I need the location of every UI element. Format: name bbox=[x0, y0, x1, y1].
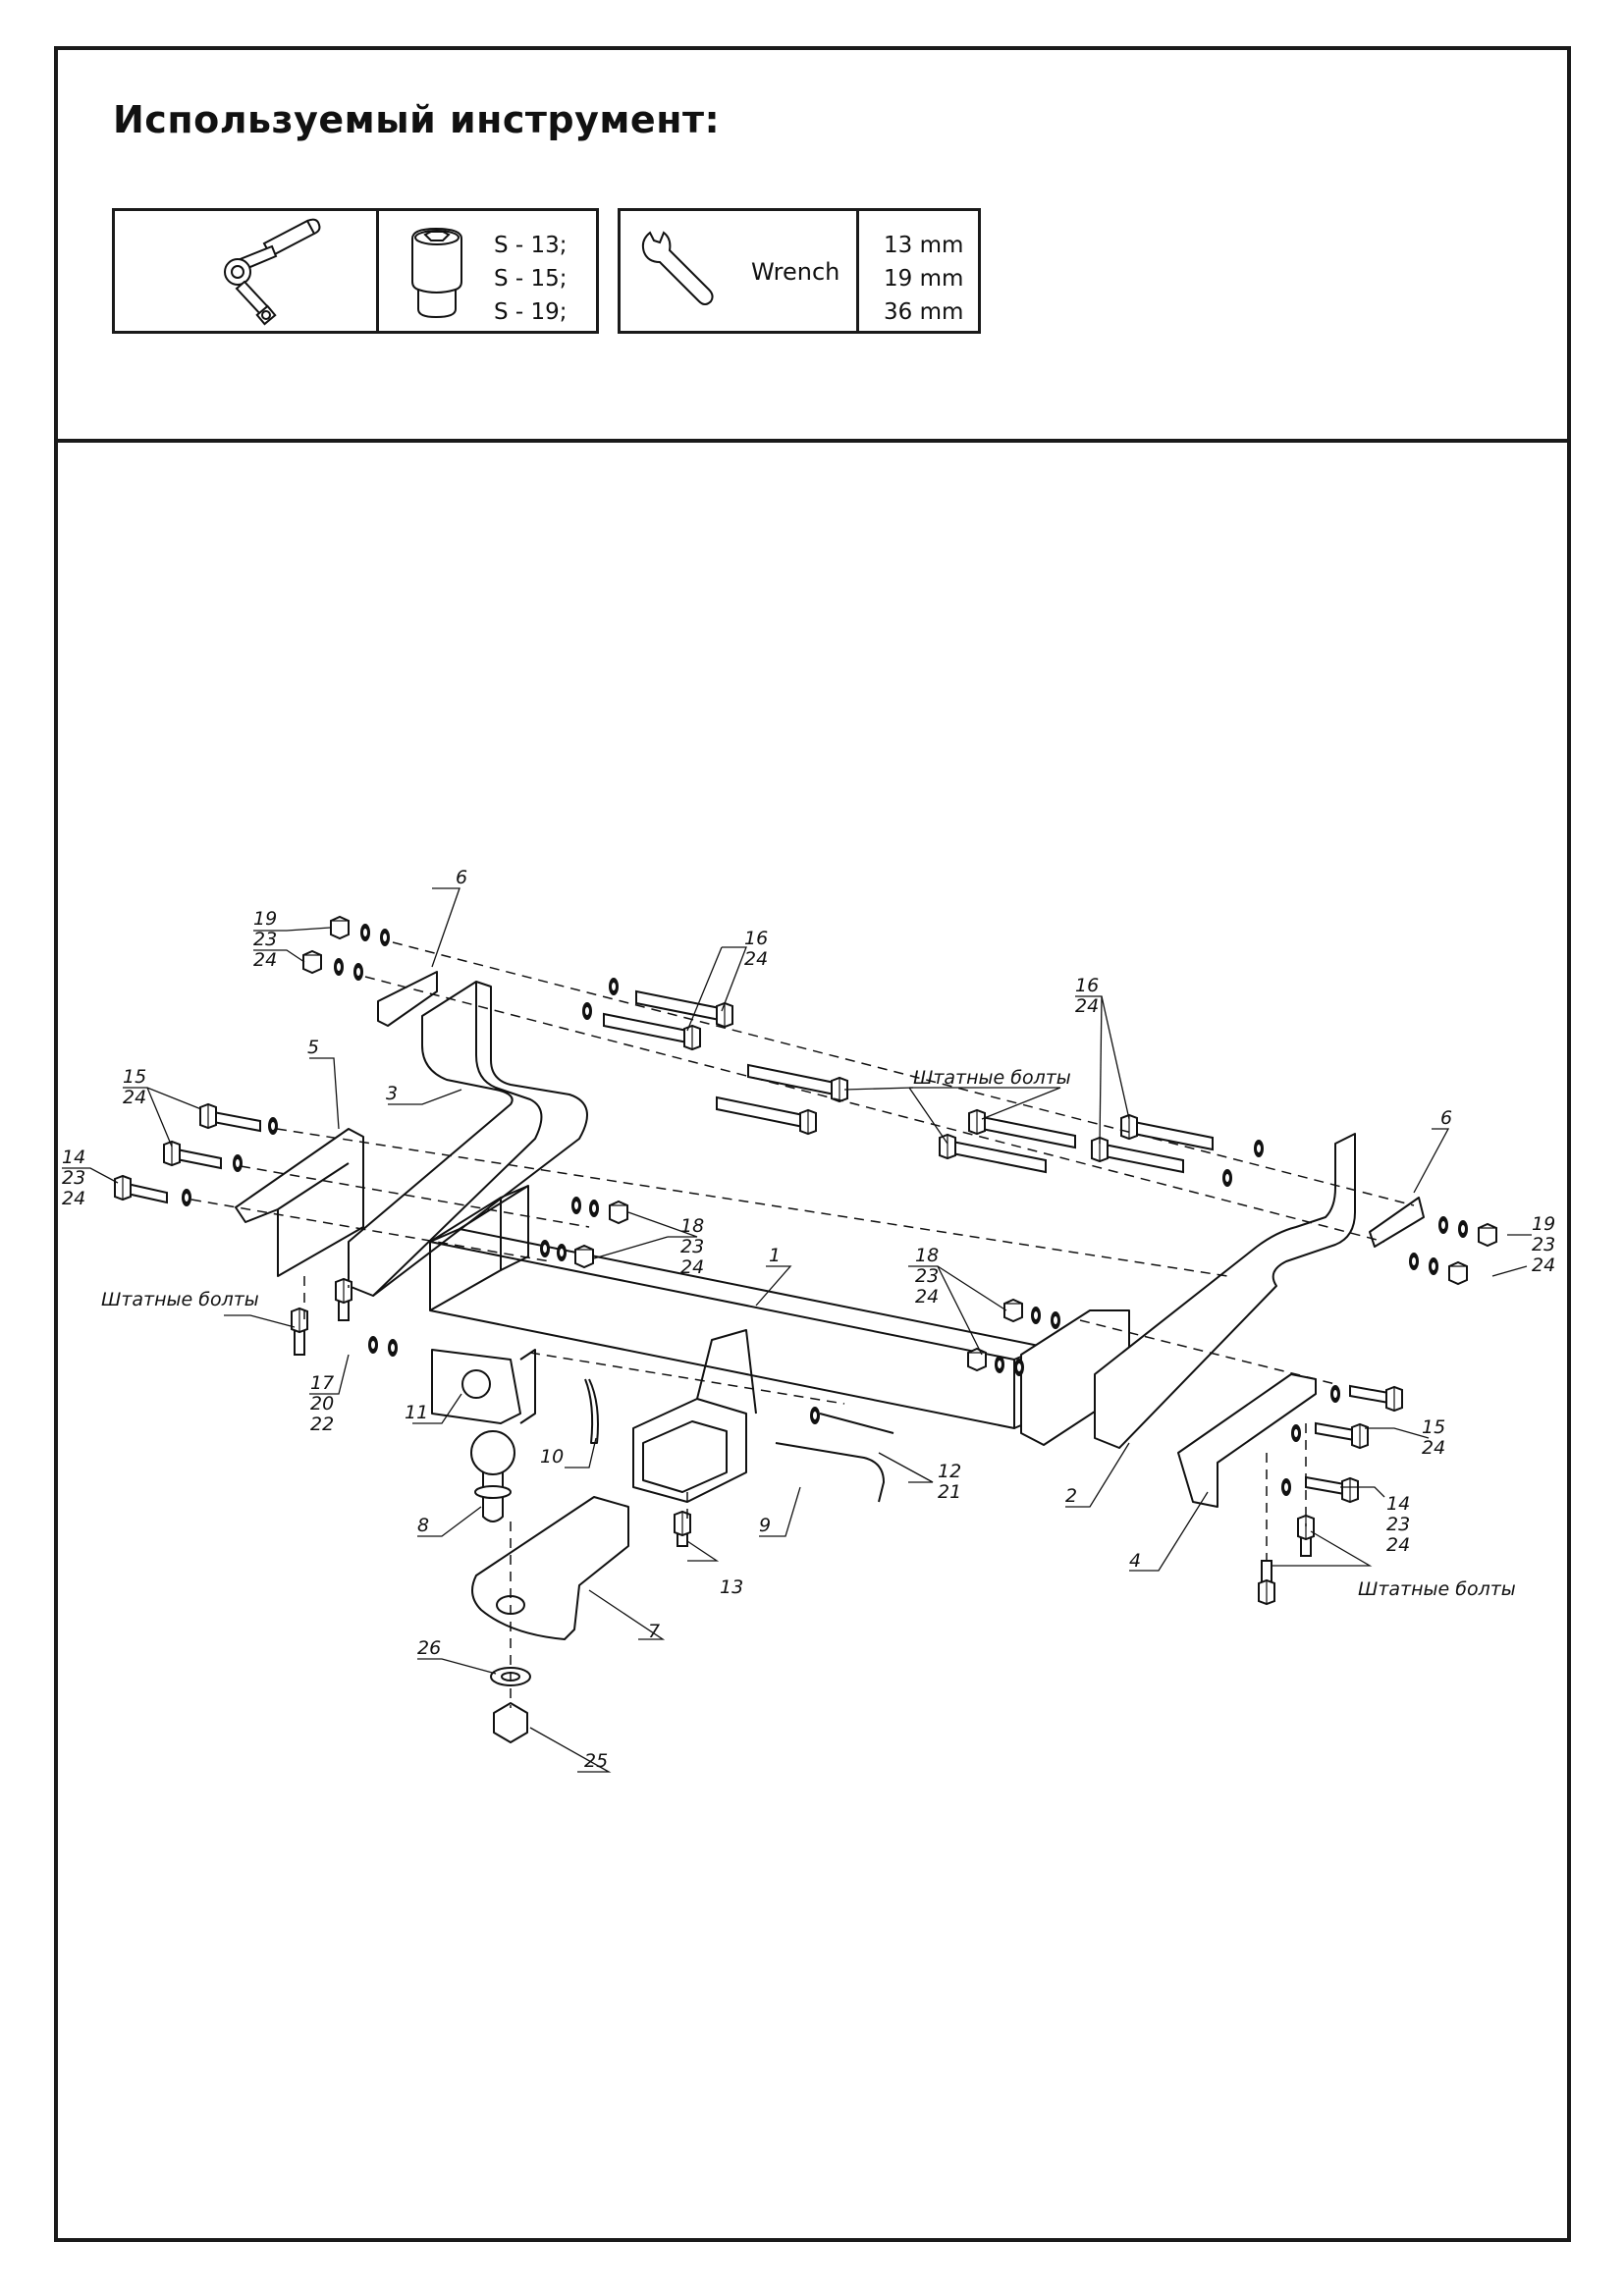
group-14-label: 14 bbox=[1386, 1493, 1410, 1515]
group-15-label: 15 bbox=[1422, 1416, 1445, 1438]
standard-bolts-label: Штатные болты bbox=[101, 1289, 259, 1310]
group-17-label: 22 bbox=[310, 1414, 334, 1435]
socket-icon bbox=[411, 227, 462, 319]
group-18-label: 23 bbox=[915, 1265, 939, 1287]
group-18-label: 18 bbox=[915, 1245, 939, 1266]
part-2-label: 2 bbox=[1065, 1485, 1077, 1507]
part-8-label: 8 bbox=[417, 1515, 429, 1536]
wrench-tool-box: Wrench 13 mm 19 mm 36 mm bbox=[618, 208, 981, 334]
section-divider bbox=[54, 439, 1571, 443]
part-6-label: 6 bbox=[456, 867, 467, 888]
part-9-label: 9 bbox=[759, 1515, 771, 1536]
page-frame bbox=[54, 46, 1571, 2242]
group-18-label: 24 bbox=[915, 1286, 939, 1308]
group-15-label: 24 bbox=[1422, 1437, 1445, 1459]
socket-tool-box: S - 13; S - 15; S - 19; bbox=[112, 208, 599, 334]
tools-title: Используемый инструмент: bbox=[113, 98, 721, 141]
tow-hitch-assembly-diagram: 6 6 5 3 1 2 4 11 10 8 9 13 7 26 25 19 23… bbox=[62, 867, 1555, 1773]
part-3-label: 3 bbox=[386, 1083, 398, 1104]
socket-sizes: S - 13; S - 15; S - 19; bbox=[494, 229, 568, 329]
part-1-label: 1 bbox=[769, 1245, 781, 1266]
wrench-size-cell: 13 mm 19 mm 36 mm bbox=[859, 211, 978, 331]
group-14-label: 24 bbox=[1386, 1534, 1410, 1556]
group-18-label: 23 bbox=[680, 1236, 704, 1257]
group-18-label: 18 bbox=[680, 1215, 704, 1237]
part-13-label: 13 bbox=[720, 1576, 743, 1598]
group-19-label: 19 bbox=[253, 908, 277, 930]
part-5-label: 5 bbox=[307, 1037, 319, 1058]
wrench-label: Wrench bbox=[751, 258, 840, 286]
group-14-label: 14 bbox=[62, 1147, 85, 1168]
standard-bolts-label: Штатные болты bbox=[913, 1067, 1071, 1089]
socket-size: S - 13; bbox=[494, 233, 568, 258]
group-19-label: 23 bbox=[1532, 1234, 1555, 1255]
socket-size: S - 15; bbox=[494, 266, 568, 292]
socket-size: S - 19; bbox=[494, 299, 568, 325]
standard-bolts-label: Штатные болты bbox=[1358, 1578, 1516, 1600]
group-17-label: 20 bbox=[310, 1393, 334, 1415]
group-12-label: 21 bbox=[938, 1481, 961, 1503]
group-19-label: 19 bbox=[1532, 1213, 1555, 1235]
group-14-label: 23 bbox=[62, 1167, 85, 1189]
group-15-label: 24 bbox=[123, 1087, 146, 1108]
part-6-label: 6 bbox=[1440, 1107, 1452, 1129]
group-14-label: 24 bbox=[62, 1188, 85, 1209]
part-10-label: 10 bbox=[540, 1446, 564, 1468]
wrench-icon bbox=[641, 231, 714, 305]
group-16-label: 24 bbox=[1075, 995, 1099, 1017]
wrench-cell: Wrench bbox=[621, 211, 856, 331]
wrench-size: 19 mm bbox=[884, 266, 964, 292]
group-15-label: 15 bbox=[123, 1066, 146, 1088]
group-16-label: 24 bbox=[744, 948, 768, 970]
wrench-size: 13 mm bbox=[884, 233, 964, 258]
ratchet-icon bbox=[224, 218, 321, 326]
group-19-label: 23 bbox=[253, 929, 277, 950]
part-4-label: 4 bbox=[1129, 1550, 1141, 1572]
group-18-label: 24 bbox=[680, 1256, 704, 1278]
ratchet-cell bbox=[115, 211, 377, 331]
group-14-label: 23 bbox=[1386, 1514, 1410, 1535]
part-25-label: 25 bbox=[584, 1750, 608, 1772]
wrench-size: 36 mm bbox=[884, 299, 964, 325]
group-19-label: 24 bbox=[1532, 1255, 1555, 1276]
group-16-label: 16 bbox=[1075, 975, 1099, 996]
part-7-label: 7 bbox=[648, 1621, 660, 1642]
group-16-label: 16 bbox=[744, 928, 768, 949]
group-19-label: 24 bbox=[253, 949, 277, 971]
group-12-label: 12 bbox=[938, 1461, 961, 1482]
part-11-label: 11 bbox=[405, 1402, 428, 1423]
socket-cell: S - 13; S - 15; S - 19; bbox=[379, 211, 596, 331]
part-26-label: 26 bbox=[417, 1637, 441, 1659]
wrench-sizes: 13 mm 19 mm 36 mm bbox=[884, 229, 963, 329]
group-17-label: 17 bbox=[310, 1372, 334, 1394]
